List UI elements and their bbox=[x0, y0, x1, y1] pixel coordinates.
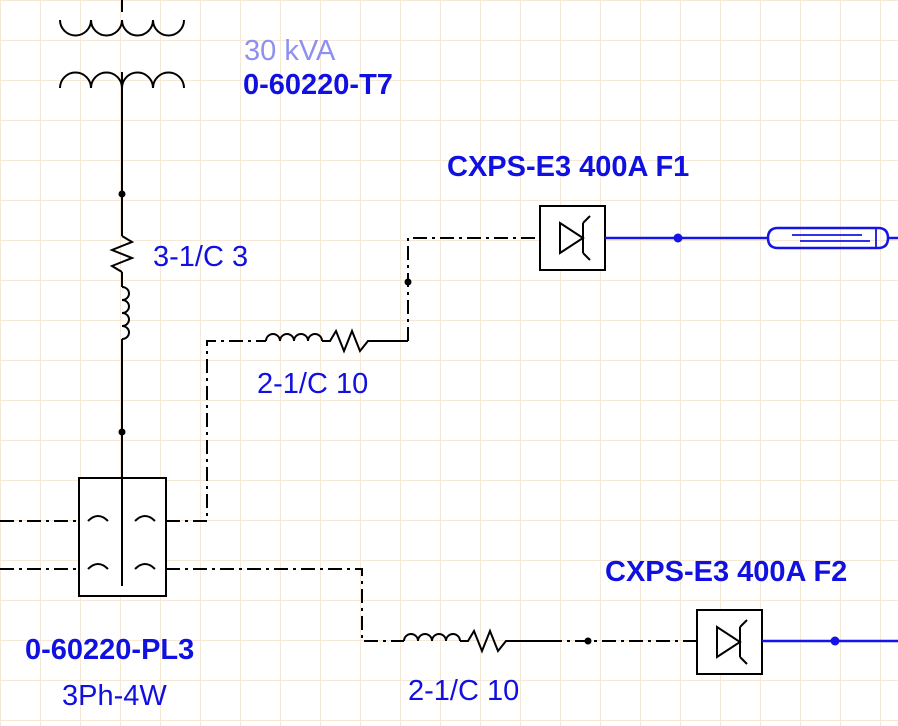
junction-dot bbox=[118, 428, 126, 436]
breaker-arc-icon bbox=[134, 563, 156, 570]
branch-2-cable-label[interactable]: 2-1/C 10 bbox=[408, 675, 520, 707]
protective-device-f1-label[interactable]: CXPS-E3 400A F1 bbox=[447, 151, 690, 183]
protective-device-f1[interactable] bbox=[539, 205, 606, 271]
panel-config: 3Ph-4W bbox=[62, 680, 167, 712]
inductor-symbol bbox=[403, 633, 461, 642]
branch-2-circuit[interactable] bbox=[166, 568, 697, 654]
feeder-cable-label[interactable]: 3-1/C 3 bbox=[153, 241, 249, 273]
breaker-arc-icon bbox=[134, 515, 156, 522]
main-feeder-cable[interactable] bbox=[109, 72, 135, 478]
breaker-arc-icon bbox=[87, 563, 109, 570]
transformer-rating: 30 kVA bbox=[244, 35, 336, 67]
protective-device-f2[interactable] bbox=[696, 609, 763, 675]
breaker-arc-icon bbox=[87, 515, 109, 522]
protective-device-f2-label[interactable]: CXPS-E3 400A F2 bbox=[605, 556, 848, 588]
inductor-symbol bbox=[265, 333, 323, 342]
inductor-symbol bbox=[121, 286, 130, 340]
junction-dot bbox=[584, 637, 592, 645]
panel-symbol[interactable] bbox=[78, 477, 167, 597]
junction-dot bbox=[404, 278, 412, 286]
resistor-symbol bbox=[460, 628, 548, 654]
branch-1-cable-label[interactable]: 2-1/C 10 bbox=[257, 368, 369, 400]
panel-id[interactable]: 0-60220-PL3 bbox=[25, 634, 195, 666]
branch-2-load-line[interactable] bbox=[762, 636, 898, 646]
transformer-id[interactable]: 0-60220-T7 bbox=[243, 69, 393, 101]
junction-dot bbox=[118, 190, 126, 198]
load-cable-symbol bbox=[766, 226, 890, 250]
branch-1-load-line[interactable] bbox=[605, 226, 898, 250]
branch-1-circuit[interactable] bbox=[166, 237, 540, 522]
transformer-primary-winding bbox=[59, 19, 185, 37]
resistor-symbol bbox=[322, 328, 408, 354]
resistor-symbol bbox=[109, 235, 135, 273]
